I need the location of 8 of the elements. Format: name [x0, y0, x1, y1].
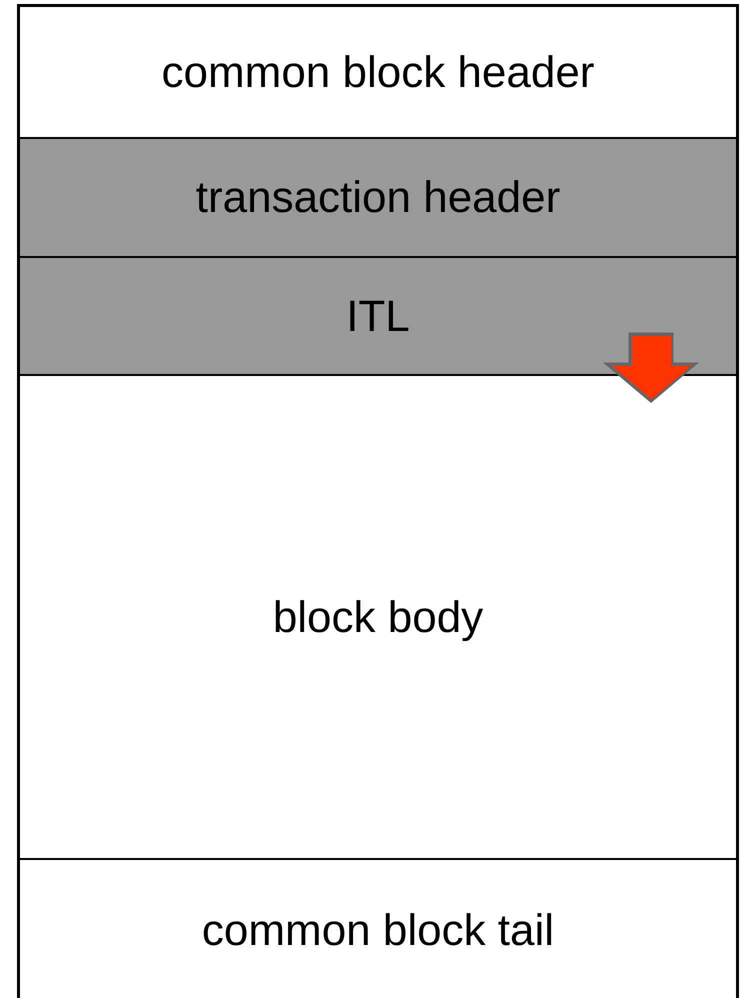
block-section	[20, 137, 736, 256]
section-label: ITL	[346, 290, 410, 342]
block-arrow	[602, 332, 700, 403]
section-label: common block header	[162, 46, 594, 98]
block-section	[20, 256, 736, 374]
section-label: transaction header	[196, 172, 560, 224]
section-label: common block tail	[202, 904, 554, 956]
section-label: block body	[272, 592, 484, 644]
